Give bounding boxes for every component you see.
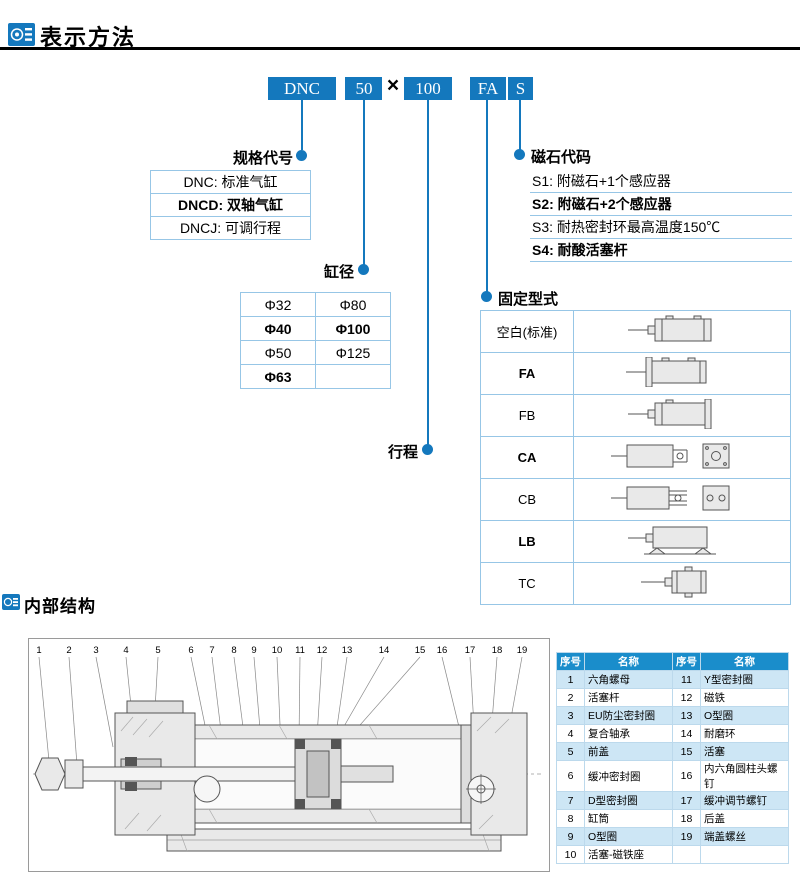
table-row: FB — [480, 394, 791, 437]
mounting-row-lb: LB — [480, 520, 574, 563]
dot-magnet — [514, 149, 525, 160]
dot-mounting — [481, 291, 492, 302]
list-item: S3: 耐热密封环最高温度150℃ — [530, 216, 792, 239]
table-row: 空白(标准) — [480, 310, 791, 353]
table-row: LB — [480, 520, 791, 563]
mounting-label: 固定型式 — [498, 291, 559, 308]
mounting-diagram-blank — [628, 315, 712, 342]
table-row: CB — [480, 478, 791, 521]
mounting-diagram-fa — [626, 356, 707, 388]
list-item: S4: 耐酸活塞杆 — [530, 239, 792, 262]
callout-19: 19 — [517, 645, 528, 656]
callout-13: 13 — [342, 645, 353, 656]
parts-table-header: 序号 名称 序号 名称 — [556, 652, 789, 671]
callout-4: 4 — [123, 645, 128, 656]
col-header-name: 名称 — [584, 652, 673, 671]
dot-bore — [358, 264, 369, 275]
spec-code-table: DNC: 标准气缸 DNCD: 双轴气缸 DNCJ: 可调行程 — [150, 170, 311, 240]
section-title: 内部结构 — [24, 597, 96, 616]
callout-10: 10 — [272, 645, 283, 656]
internal-structure-panel: 1 2 3 4 5 6 7 8 9 10 11 12 13 14 15 16 1… — [28, 638, 550, 872]
code-box-bore: 50 — [345, 77, 383, 100]
spec-code-label: 规格代号 — [232, 150, 293, 167]
connector-stroke — [427, 100, 429, 445]
section-icon — [2, 594, 20, 610]
callout-1: 1 — [36, 645, 41, 656]
callout-14: 14 — [379, 645, 390, 656]
mounting-row-blank: 空白(标准) — [480, 310, 574, 353]
mounting-row-tc: TC — [480, 562, 574, 605]
mounting-diagram-fb — [628, 398, 712, 430]
connector-magnet — [519, 100, 521, 150]
table-row: DNC: 标准气缸 — [150, 170, 311, 194]
code-box-magnet: S — [508, 77, 533, 100]
table-row: TC — [480, 562, 791, 605]
code-box-stroke: 100 — [404, 77, 452, 100]
callout-17: 17 — [465, 645, 476, 656]
callout-7: 7 — [209, 645, 214, 656]
brand-icon — [8, 23, 35, 46]
connector-mounting — [486, 100, 488, 292]
col-header-no: 序号 — [672, 652, 701, 671]
col-header-name: 名称 — [700, 652, 789, 671]
callout-5: 5 — [155, 645, 160, 656]
magnet-code-list: S1: 附磁石+1个感应器 S2: 附磁石+2个感应器 S3: 耐热密封环最高温… — [530, 170, 792, 262]
callout-8: 8 — [231, 645, 236, 656]
callout-3: 3 — [93, 645, 98, 656]
col-header-no: 序号 — [556, 652, 585, 671]
dot-stroke — [422, 444, 433, 455]
mounting-table: 空白(标准) FA FB — [480, 310, 791, 605]
callout-11: 11 — [295, 645, 305, 656]
callout-6: 6 — [188, 645, 193, 656]
callout-15: 15 — [415, 645, 426, 656]
callout-12: 12 — [317, 645, 328, 656]
page-title: 表示方法 — [40, 25, 137, 50]
dot-series — [296, 150, 307, 161]
callout-18: 18 — [492, 645, 503, 656]
callout-9: 9 — [251, 645, 256, 656]
callout-2: 2 — [66, 645, 71, 656]
header-rule — [0, 47, 800, 50]
mounting-diagram-cb — [611, 485, 730, 511]
list-item: S1: 附磁石+1个感应器 — [530, 170, 792, 193]
times-separator: × — [382, 72, 404, 100]
bore-label: 缸径 — [323, 264, 354, 281]
mounting-diagram-tc — [641, 566, 707, 598]
stroke-label: 行程 — [387, 444, 418, 461]
code-box-mounting: FA — [470, 77, 506, 100]
mounting-diagram-ca — [611, 443, 730, 469]
mounting-row-ca: CA — [480, 436, 574, 479]
connector-bore — [363, 100, 365, 265]
list-item: S2: 附磁石+2个感应器 — [530, 193, 792, 216]
code-box-series: DNC — [268, 77, 336, 100]
mounting-row-fa: FA — [480, 352, 574, 395]
mounting-row-cb: CB — [480, 478, 574, 521]
table-row: FA — [480, 352, 791, 395]
internal-structure-drawing: 1 2 3 4 5 6 7 8 9 10 11 12 13 14 15 16 1… — [33, 645, 541, 852]
mounting-diagram-lb — [628, 526, 716, 555]
table-row: Φ63 — [240, 364, 391, 389]
magnet-label: 磁石代码 — [531, 149, 592, 166]
callout-16: 16 — [437, 645, 448, 656]
table-row: DNCJ: 可调行程 — [150, 216, 311, 240]
table-row: DNCD: 双轴气缸 — [150, 193, 311, 217]
mounting-row-fb: FB — [480, 394, 574, 437]
table-row: CA — [480, 436, 791, 479]
connector-series — [301, 100, 303, 150]
